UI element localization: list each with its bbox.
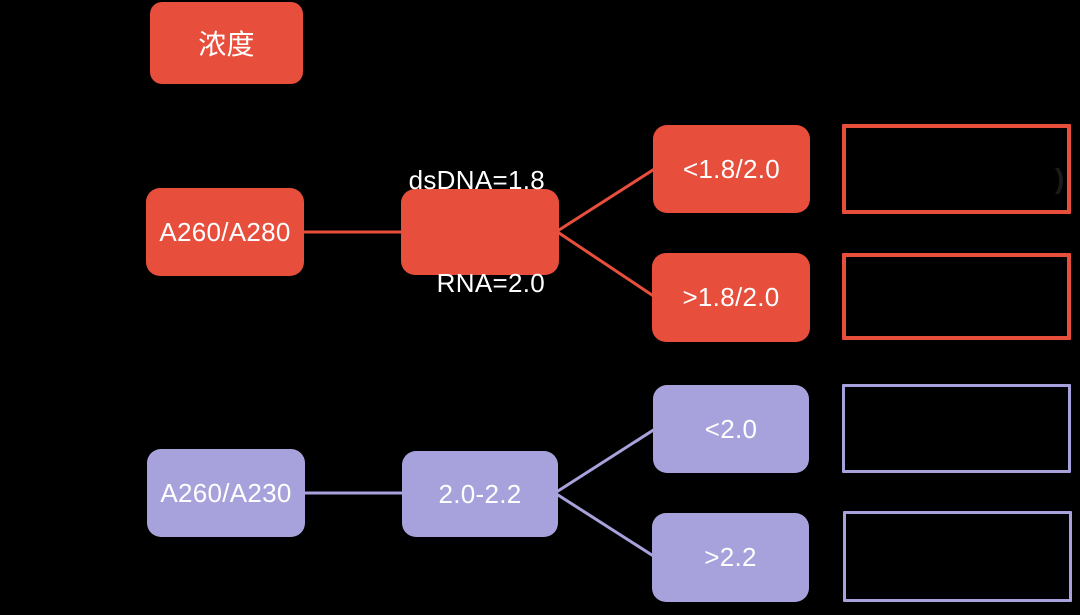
a230-low-result-box [842, 384, 1071, 473]
a280-below-standard-node: <1.8/2.0 [653, 125, 810, 213]
connector-standard-to-a230-low [556, 427, 657, 493]
a280-standard-text: dsDNA=1.8 RNA=2.0 [409, 95, 545, 370]
a280-above-standard-node: >1.8/2.0 [652, 253, 810, 342]
a230-high-result-box [843, 511, 1072, 602]
concentration-node: 浓度 [150, 2, 303, 84]
faint-parenthesis-artifact: ) [1055, 163, 1065, 194]
a280-high-result-box [842, 253, 1071, 340]
a230-standard-node: 2.0-2.2 [402, 451, 558, 537]
connector-standard-to-a280-high [557, 231, 657, 299]
a260-a280-metric-node: A260/A280 [146, 188, 304, 276]
a230-below-standard-node: <2.0 [653, 385, 809, 473]
a280-low-result-box [842, 124, 1071, 214]
connector-standard-to-a230-high [556, 493, 657, 559]
a260-a230-metric-node: A260/A230 [147, 449, 305, 537]
a230-above-standard-node: >2.2 [652, 513, 809, 602]
connector-standard-to-a280-low [557, 166, 658, 232]
a280-standard-node: dsDNA=1.8 RNA=2.0 [401, 165, 559, 298]
dsdna-standard-line: dsDNA=1.8 [408, 165, 545, 196]
rna-standard-line: RNA=2.0 [436, 268, 545, 299]
